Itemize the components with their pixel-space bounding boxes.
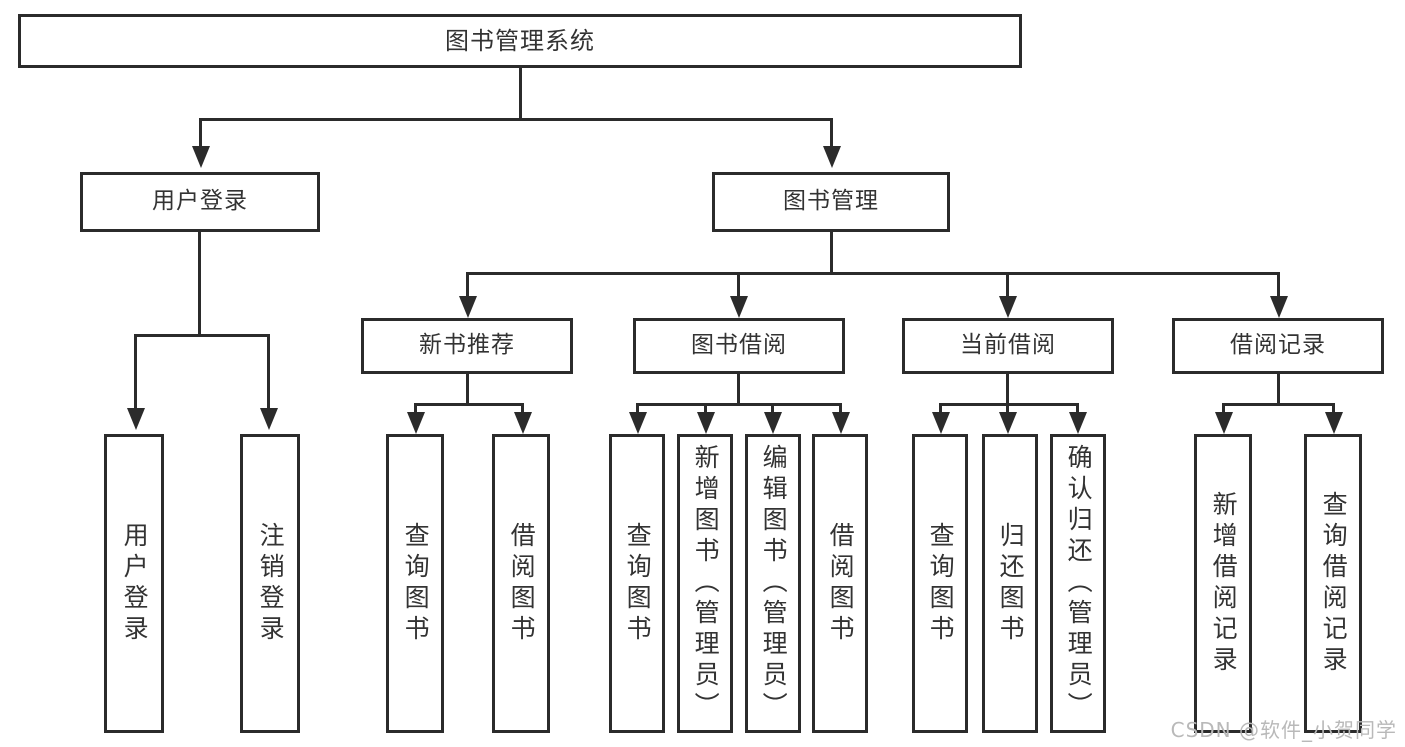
arrow-to-user-login [192,146,210,168]
connector-drop-bb-query [636,403,639,412]
leaf-br-query-record[interactable]: 查询借阅记录 [1304,434,1362,733]
connector-bb-bus [636,403,842,406]
connector-level2-bus [199,118,833,121]
node-label: 用户登录 [120,521,150,646]
node-book-management[interactable]: 图书管理 [712,172,950,232]
node-label: 查询图书 [623,521,653,646]
node-label: 借阅图书 [507,521,537,646]
node-label: 注销登录 [256,521,286,646]
connector-drop-borrow-record [1277,272,1280,296]
connector-drop-br-query [1332,403,1335,412]
node-label: 当前借阅 [960,332,1056,359]
leaf-nbr-borrow-book[interactable]: 借阅图书 [492,434,550,733]
connector-drop-nbr-query [414,403,417,412]
arrow-to-bb-edit-book [764,412,782,434]
arrow-to-br-query-record [1325,412,1343,434]
arrow-to-cb-return-book [999,412,1017,434]
leaf-br-add-record[interactable]: 新增借阅记录 [1194,434,1252,733]
node-label: 图书管理 [783,188,879,215]
node-label: 借阅图书 [826,521,856,646]
leaf-logout[interactable]: 注销登录 [240,434,300,733]
node-label: 归还图书 [996,521,1026,646]
connector-drop-br-add [1222,403,1225,412]
leaf-bb-add-book[interactable]: 新增图书（管理员） [677,434,733,733]
leaf-user-login[interactable]: 用户登录 [104,434,164,733]
node-label: 新增图书（管理员） [691,444,721,723]
node-label: 图书管理系统 [445,26,595,55]
node-label: 查询借阅记录 [1319,490,1349,677]
arrow-to-bb-add-book [697,412,715,434]
arrow-to-nbr-query-book [407,412,425,434]
node-label: 新书推荐 [419,332,515,359]
node-label: 图书借阅 [691,332,787,359]
node-label: 借阅记录 [1230,332,1326,359]
arrow-to-book-management [823,146,841,168]
connector-nbr-bus [414,403,524,406]
connector-drop-bb-borrow [839,403,842,412]
arrow-to-leaf-logout [260,408,278,430]
arrow-to-book-borrow [730,296,748,318]
arrow-to-borrow-record [1270,296,1288,318]
leaf-bb-edit-book[interactable]: 编辑图书（管理员） [745,434,801,733]
connector-drop-new-book-recommend [466,272,469,296]
connector-drop-nbr-borrow [521,403,524,412]
connector-drop-leaf-logout [267,334,270,408]
leaf-cb-return-book[interactable]: 归还图书 [982,434,1038,733]
node-current-borrow[interactable]: 当前借阅 [902,318,1114,374]
arrow-to-new-book-recommend [459,296,477,318]
leaf-nbr-query-book[interactable]: 查询图书 [386,434,444,733]
connector-drop-book-management [830,118,833,146]
connector-user-login-bus [134,334,270,337]
leaf-bb-query-book[interactable]: 查询图书 [609,434,665,733]
connector-drop-cb-return [1006,403,1009,412]
arrow-to-nbr-borrow-book [514,412,532,434]
arrow-to-bb-borrow-book [832,412,850,434]
connector-bb-stem [737,374,740,403]
node-borrow-record[interactable]: 借阅记录 [1172,318,1384,374]
connector-drop-book-borrow [737,272,740,296]
connector-root-stem [519,68,522,118]
node-label: 编辑图书（管理员） [759,444,789,723]
node-label: 查询图书 [926,521,956,646]
connector-drop-bb-edit [771,403,774,412]
node-label: 新增借阅记录 [1209,490,1239,677]
connector-drop-user-login [199,118,202,146]
connector-drop-leaf-user-login [134,334,137,408]
arrow-to-br-add-record [1215,412,1233,434]
connector-drop-bb-add [704,403,707,412]
arrow-to-cb-confirm-return [1069,412,1087,434]
connector-drop-current-borrow [1006,272,1009,296]
node-book-borrow[interactable]: 图书借阅 [633,318,845,374]
arrow-to-bb-query-book [629,412,647,434]
connector-br-stem [1277,374,1280,403]
node-new-book-recommend[interactable]: 新书推荐 [361,318,573,374]
node-user-login[interactable]: 用户登录 [80,172,320,232]
leaf-bb-borrow-book[interactable]: 借阅图书 [812,434,868,733]
connector-cb-stem [1006,374,1009,403]
connector-nbr-stem [466,374,469,403]
watermark-text: CSDN @软件_小贺同学 [1170,718,1397,742]
node-label: 用户登录 [152,188,248,215]
connector-level3-bus [466,272,1280,275]
connector-user-login-stem [198,232,201,334]
arrow-to-current-borrow [999,296,1017,318]
leaf-cb-confirm-return[interactable]: 确认归还（管理员） [1050,434,1106,733]
node-root-library-system[interactable]: 图书管理系统 [18,14,1022,68]
connector-book-management-stem [830,232,833,272]
connector-cb-bus [939,403,1079,406]
arrow-to-leaf-user-login [127,408,145,430]
connector-drop-cb-query [939,403,942,412]
connector-br-bus [1222,403,1335,406]
arrow-to-cb-query-book [932,412,950,434]
node-label: 查询图书 [401,521,431,646]
leaf-cb-query-book[interactable]: 查询图书 [912,434,968,733]
connector-drop-cb-confirm [1076,403,1079,412]
node-label: 确认归还（管理员） [1064,444,1094,723]
